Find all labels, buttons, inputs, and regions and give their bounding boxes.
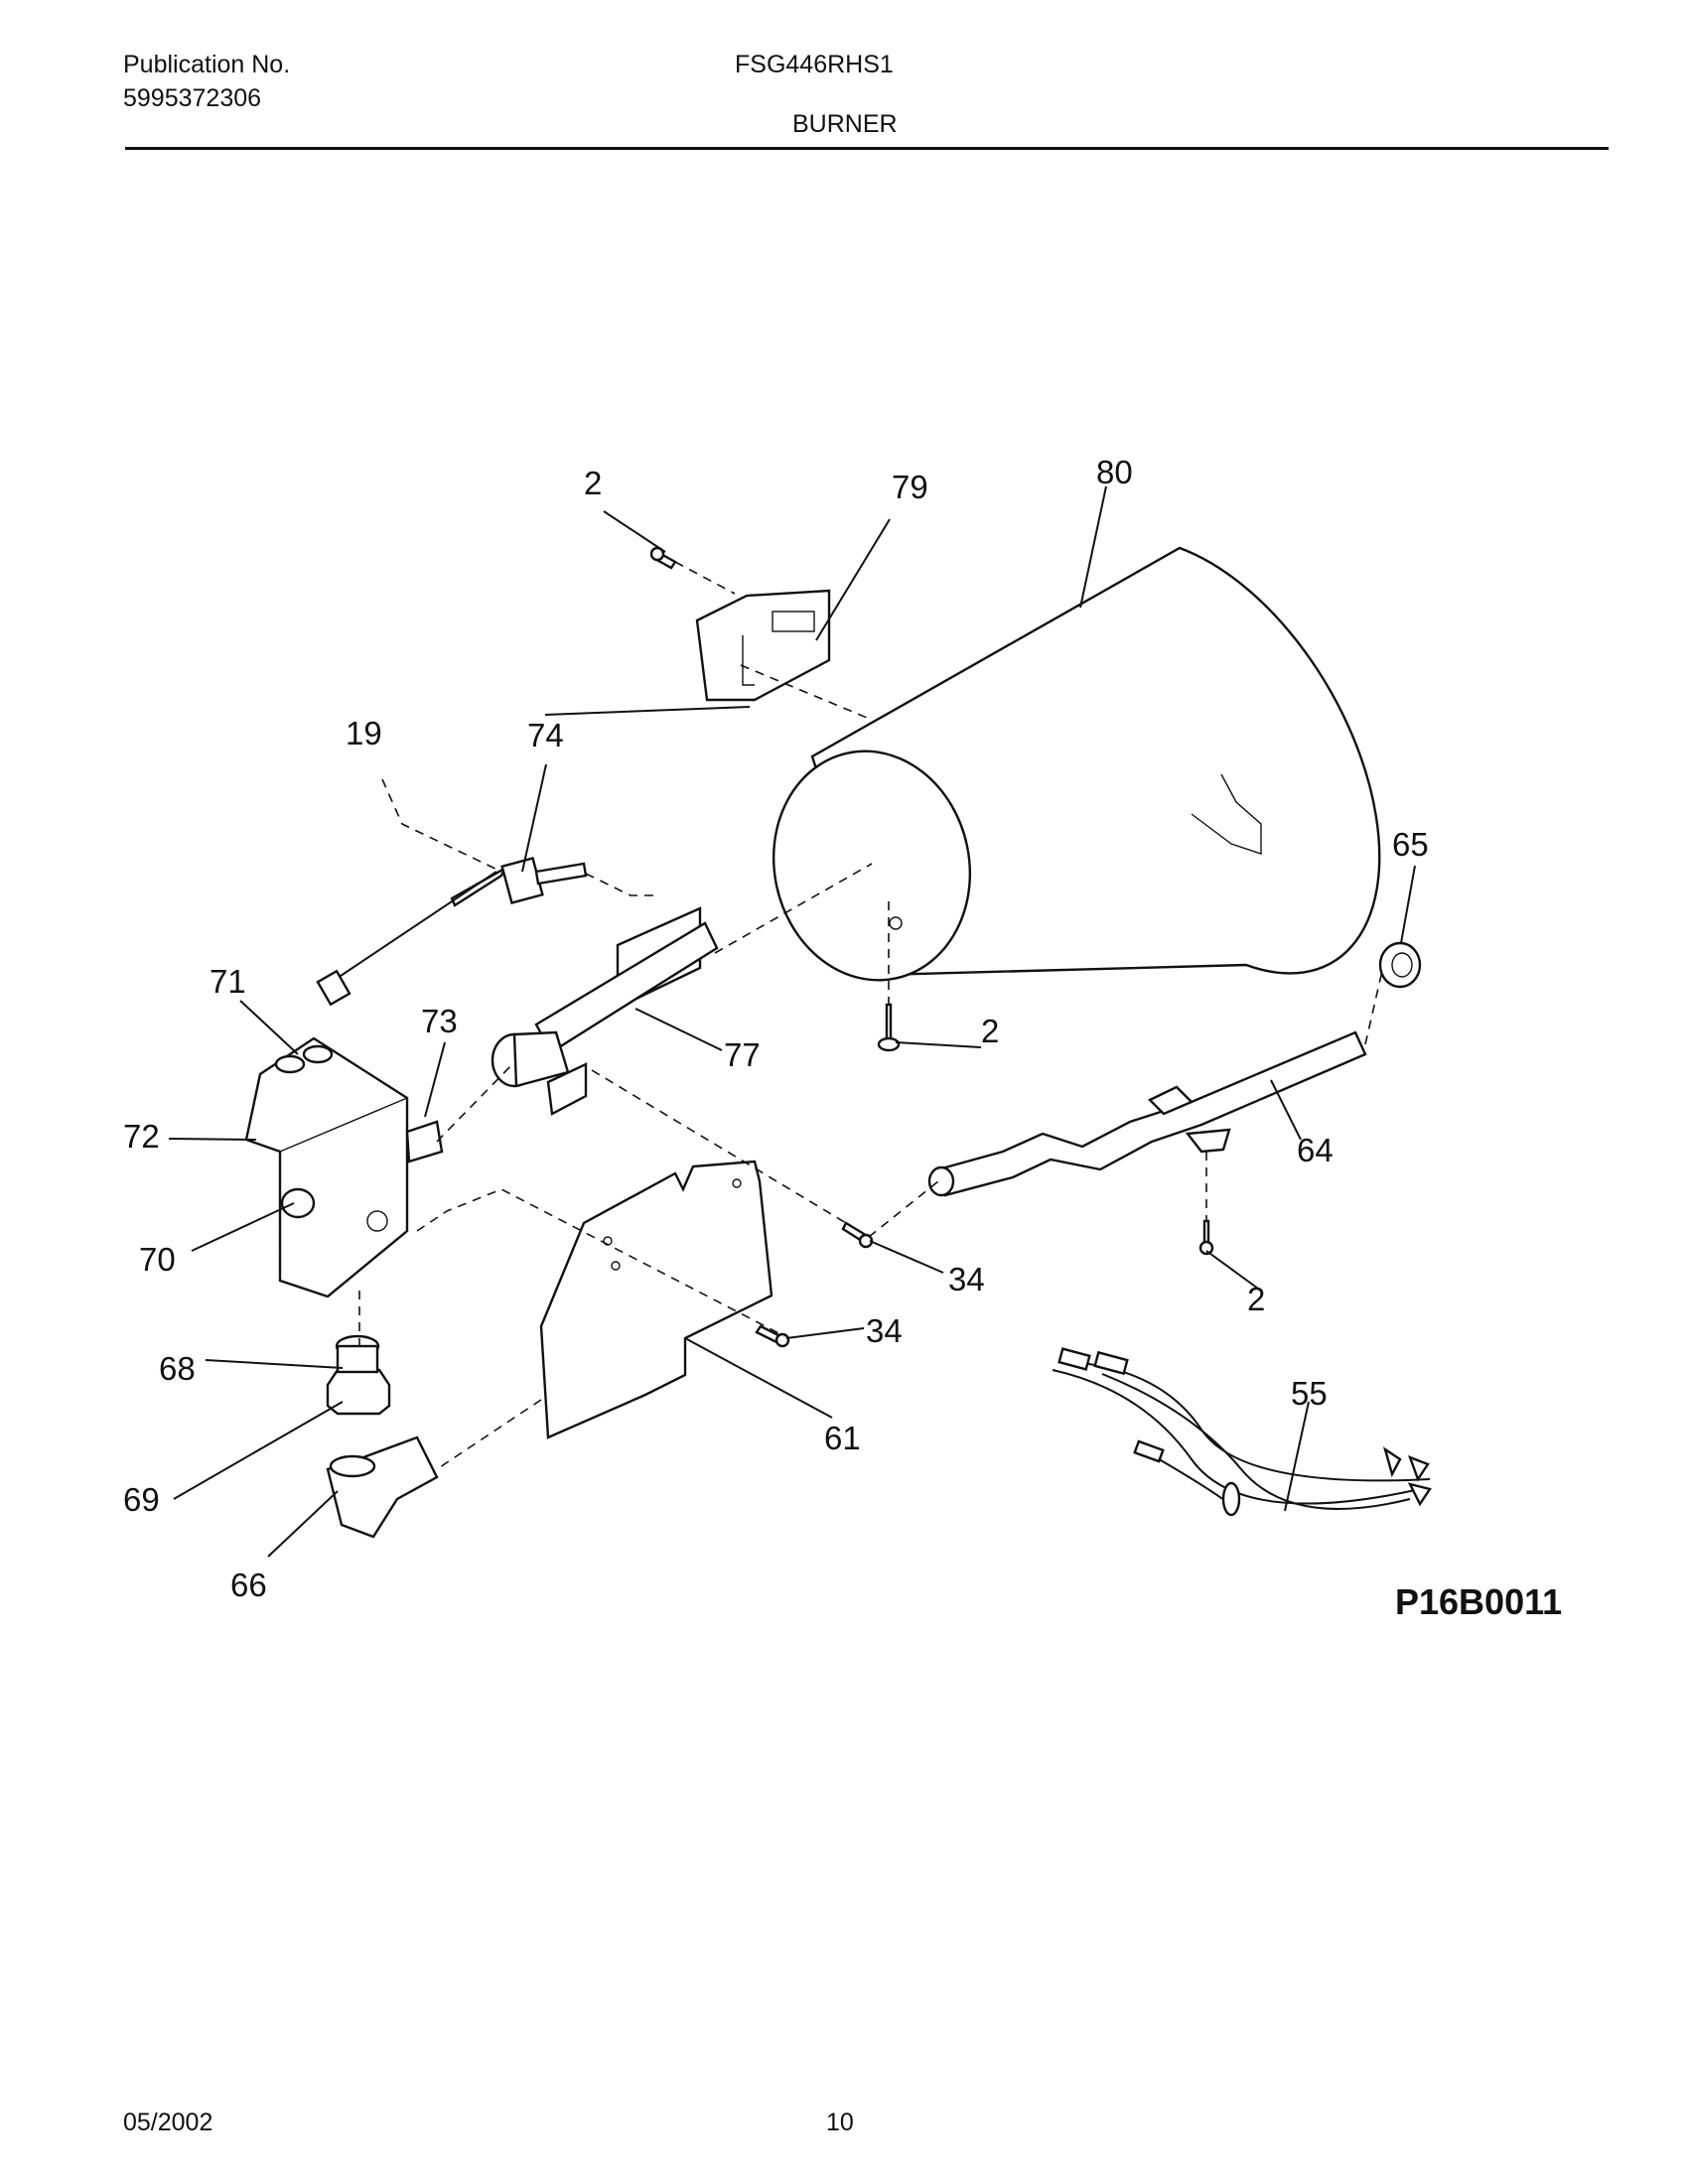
shield-part-61	[539, 1160, 774, 1439]
fitting-part-68	[326, 1334, 391, 1416]
callout-64: 64	[1297, 1132, 1334, 1168]
callout-19: 19	[346, 715, 382, 751]
callout-69: 69	[123, 1481, 160, 1518]
callout-74: 74	[527, 717, 564, 753]
gas-valve-parts-70-73	[244, 1036, 444, 1298]
publication-label: Publication No.	[123, 51, 291, 78]
assembly-lines	[358, 561, 1383, 1470]
callout-55: 55	[1291, 1375, 1328, 1412]
callout-80: 80	[1096, 454, 1133, 490]
screw-part-2-pipe	[1198, 1219, 1214, 1256]
callout-65: 65	[1392, 826, 1429, 863]
callout-2-pipe: 2	[1247, 1281, 1265, 1317]
cap-part-65	[1378, 941, 1422, 989]
callout-79: 79	[892, 469, 928, 505]
screw-part-34-lower	[755, 1324, 790, 1348]
drum-part-80	[772, 546, 1381, 982]
model-number: FSG446RHS1	[735, 51, 894, 78]
callout-61: 61	[824, 1420, 861, 1456]
diagram-reference-code: P16B0011	[1395, 1581, 1562, 1622]
callout-71: 71	[210, 963, 246, 1000]
publication-number: 5995372306	[123, 84, 262, 112]
footer-date: 05/2002	[123, 2109, 213, 2136]
callout-2-drum: 2	[981, 1013, 999, 1049]
burner-tube-part-77	[491, 906, 719, 1116]
callout-numbers: 2 79 80 19 74 65 71 73 2 77 72 64 70 34 …	[123, 454, 1429, 1603]
callout-2-top: 2	[584, 465, 602, 501]
screw-part-34-upper	[841, 1221, 874, 1249]
callout-70: 70	[139, 1241, 176, 1278]
screw-part-2-top	[649, 546, 677, 570]
callout-72: 72	[123, 1118, 160, 1155]
callout-77: 77	[724, 1036, 761, 1073]
wire-harness-part-55	[1052, 1347, 1432, 1517]
igniter-part-74	[316, 857, 588, 1007]
bracket-part-79	[695, 589, 831, 702]
callout-73: 73	[421, 1003, 458, 1039]
callout-34-lower: 34	[866, 1312, 903, 1349]
callout-34-upper: 34	[948, 1261, 985, 1297]
callout-66: 66	[230, 1567, 267, 1603]
leader-lines	[168, 485, 1416, 1558]
section-title: BURNER	[792, 110, 898, 138]
callout-68: 68	[159, 1350, 196, 1387]
elbow-part-66	[326, 1435, 439, 1539]
page-number: 10	[826, 2109, 854, 2136]
header-rule	[125, 147, 1609, 150]
gas-pipe-part-64	[927, 1030, 1367, 1197]
screw-part-2-drum	[877, 1003, 901, 1052]
